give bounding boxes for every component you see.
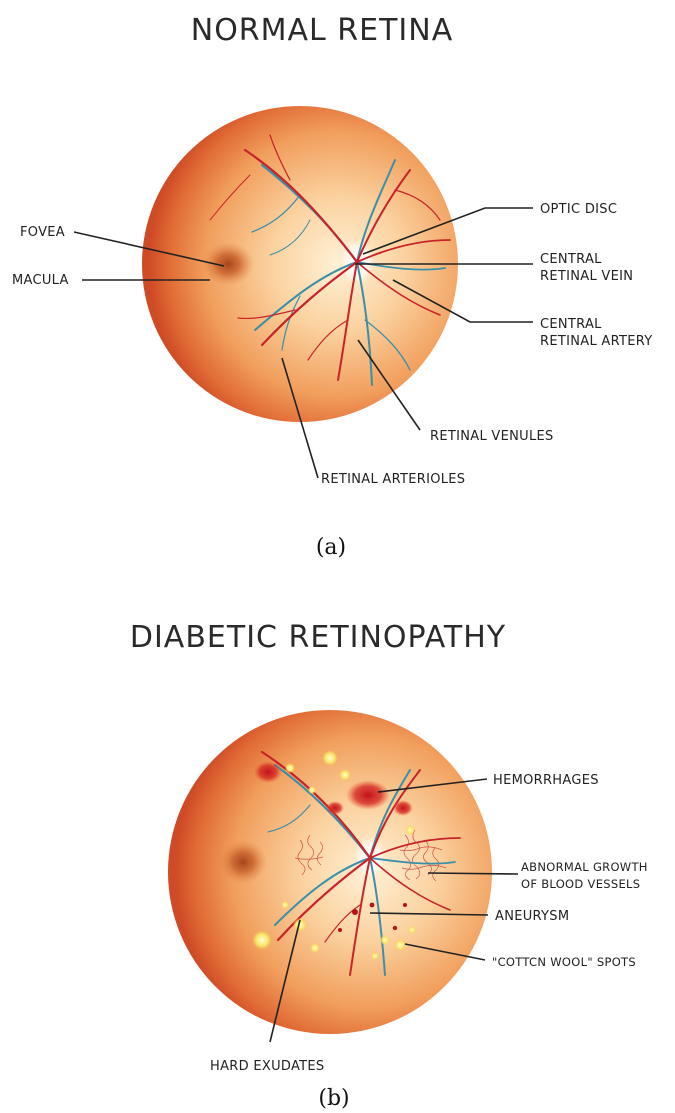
label-optic-disc: OPTIC DISC <box>540 202 617 217</box>
label-hard-exudates: HARD EXUDATES <box>210 1059 324 1074</box>
label-fovea: FOVEA <box>20 225 65 240</box>
panel-b-caption: (b) <box>318 1086 349 1111</box>
label-cotton-wool-spots: "COTTCN WOOL" SPOTS <box>492 955 636 969</box>
panel-b-title: DIABETIC RETINOPATHY <box>130 620 506 655</box>
label-central-artery-line2: RETINAL ARTERY <box>540 334 653 349</box>
label-central-vein-line2: RETINAL VEIN <box>540 269 633 284</box>
label-macula: MACULA <box>12 273 69 288</box>
label-retinal-venules: RETINAL VENULES <box>430 429 554 444</box>
label-central-vein-line1: CENTRAL <box>540 252 602 267</box>
panel-a: NORMAL RETINA <box>12 13 653 560</box>
label-abnormal-growth-line1: ABNORMAL GROWTH <box>521 860 648 874</box>
label-central-artery-line1: CENTRAL <box>540 317 602 332</box>
panel-b: DIABETIC RETINOPATHY <box>130 620 648 1111</box>
macula-spot-b <box>219 840 267 884</box>
label-hemorrhages: HEMORRHAGES <box>493 773 599 788</box>
label-aneurysm: ANEURYSM <box>495 909 569 924</box>
label-retinal-arterioles: RETINAL ARTERIOLES <box>321 472 465 487</box>
diabetic-retina-fundus <box>168 710 492 1034</box>
label-abnormal-growth-line2: OF BLOOD VESSELS <box>521 877 640 891</box>
panel-a-title: NORMAL RETINA <box>191 13 454 48</box>
panel-a-caption: (a) <box>316 535 346 560</box>
